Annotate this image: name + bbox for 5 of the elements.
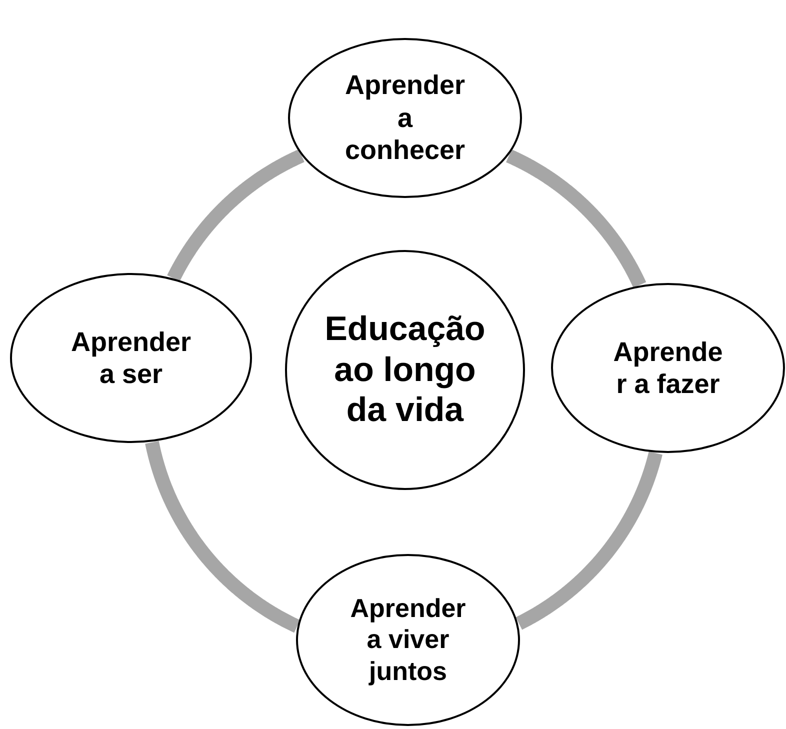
node-label: Aprender a viver juntos: [349, 593, 467, 687]
node-label: Aprende r a fazer: [612, 336, 724, 400]
node-label: Aprender a conhecer: [345, 69, 465, 167]
node-label: Aprender a ser: [71, 326, 191, 390]
node-label: Educação ao longo da vida: [324, 308, 486, 432]
